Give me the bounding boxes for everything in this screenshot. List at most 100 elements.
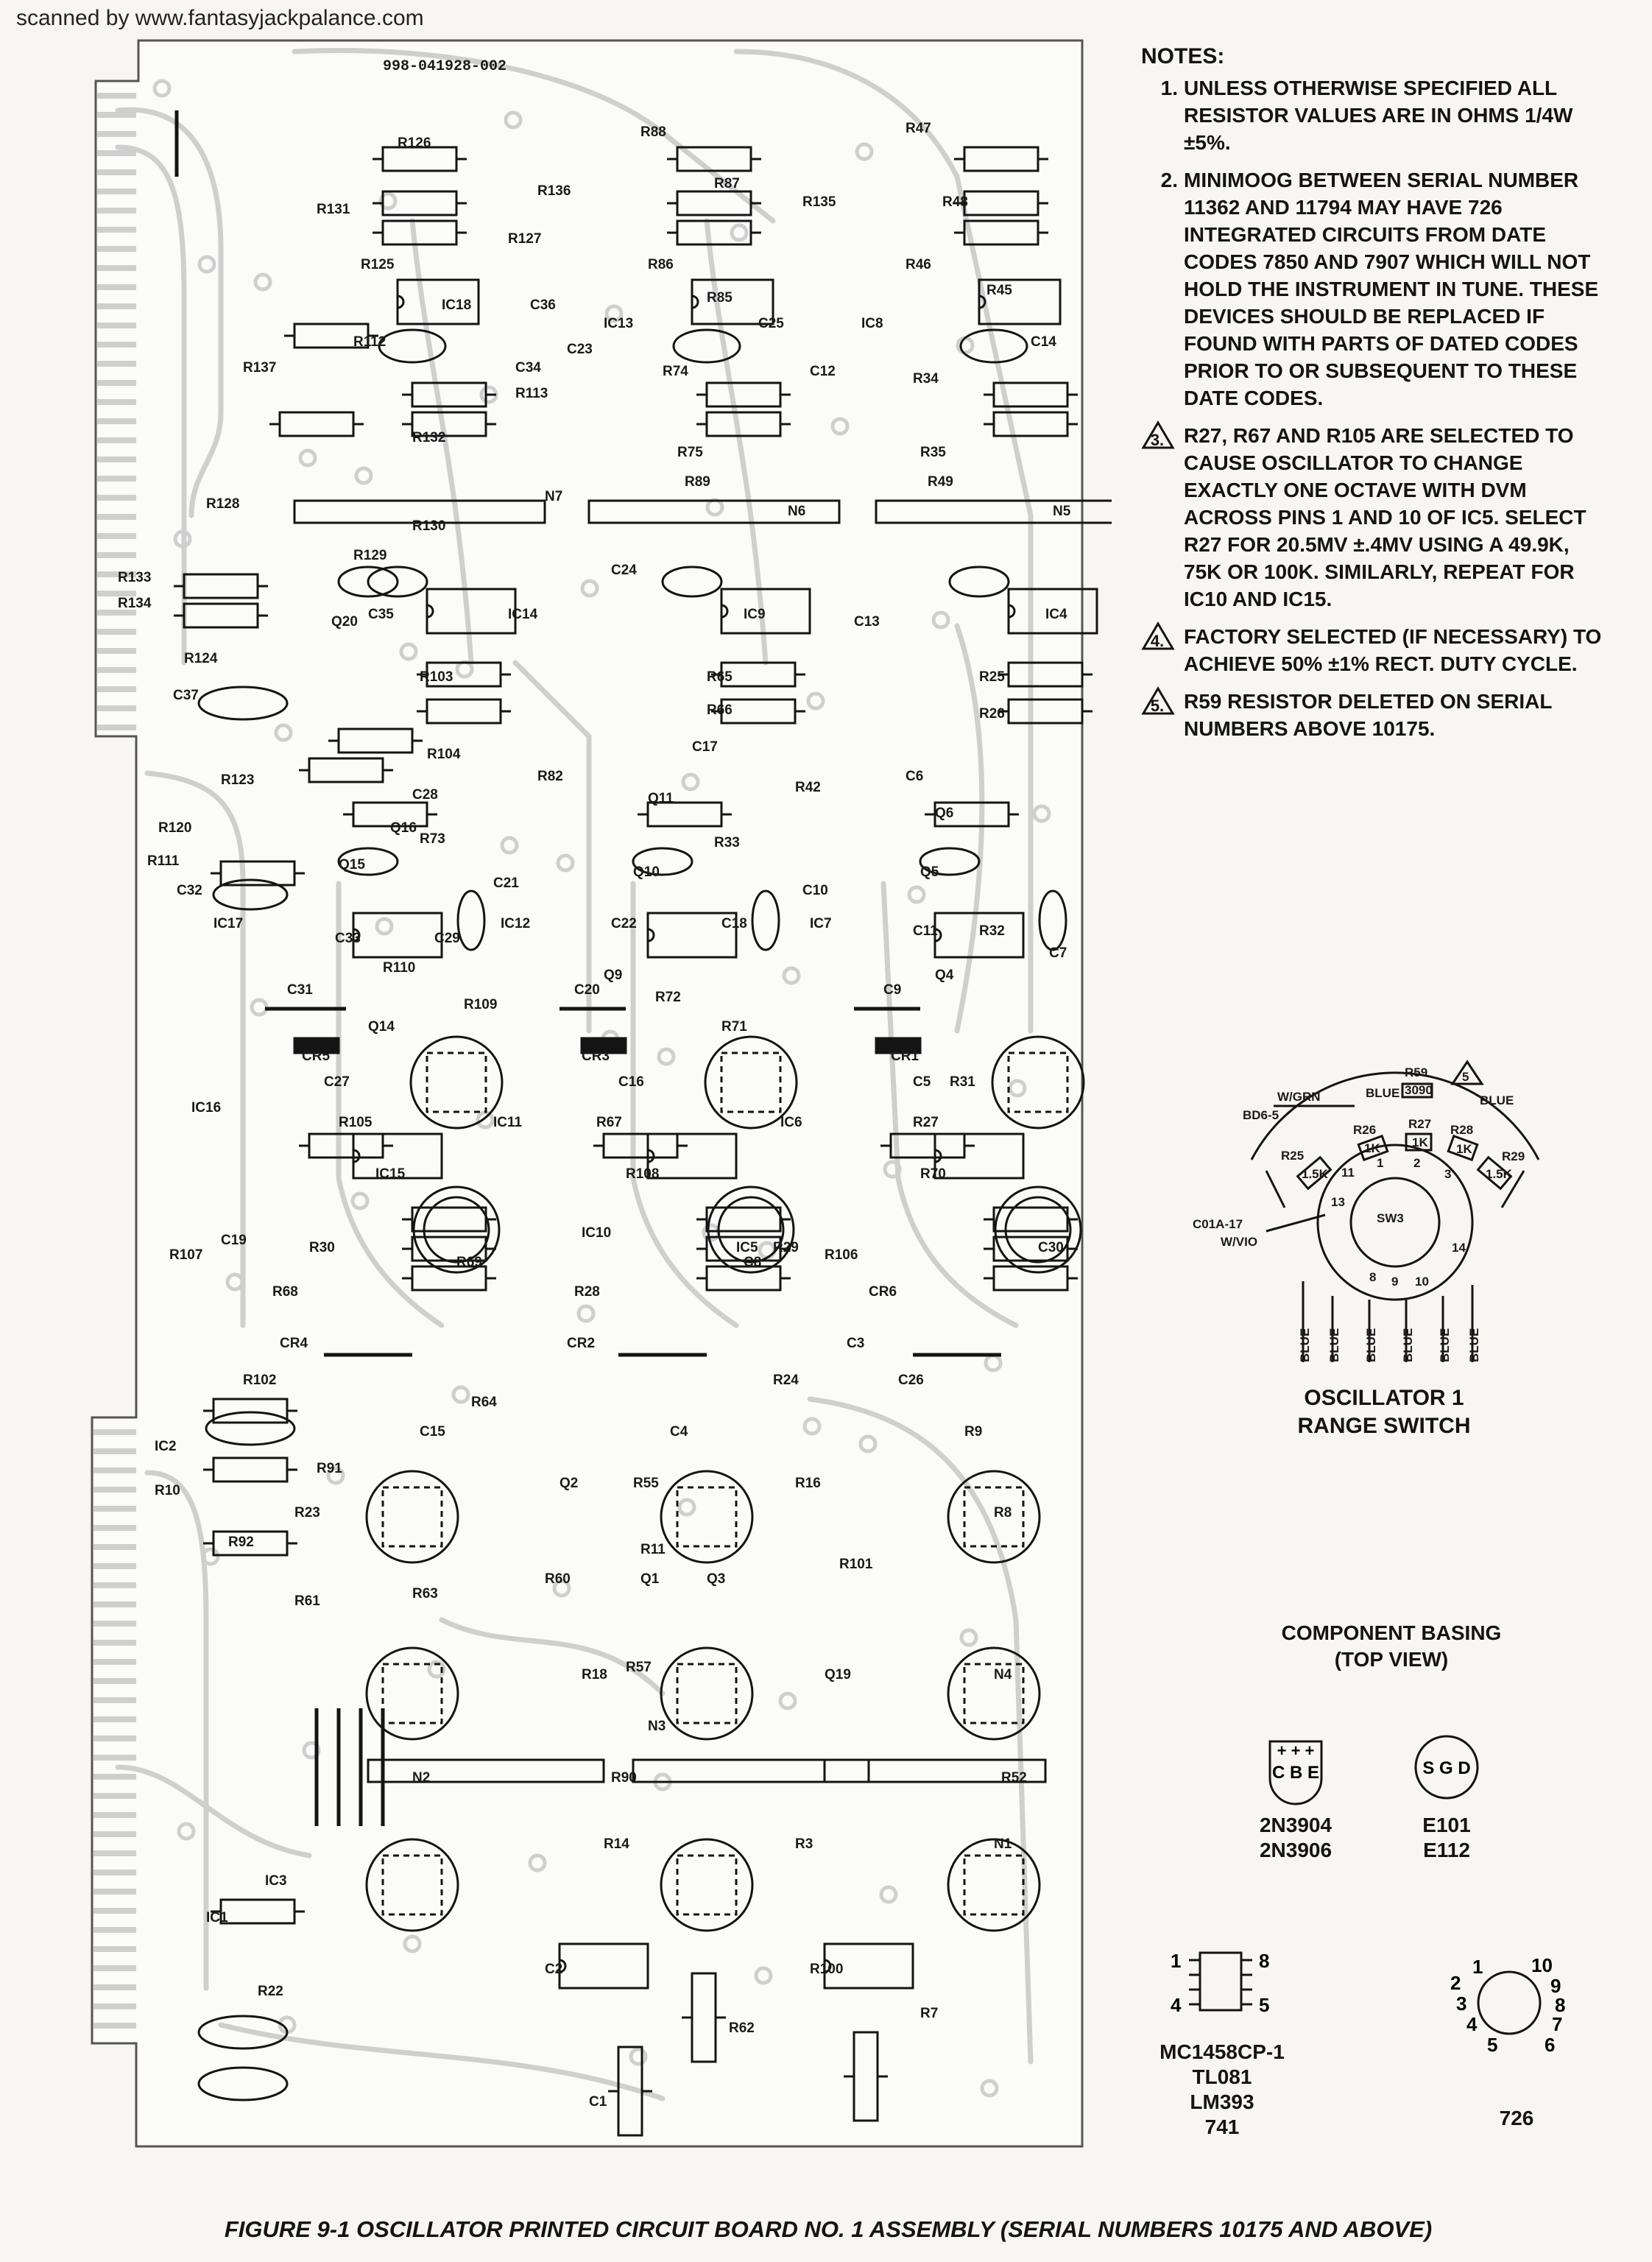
ref-designator-label: C12	[810, 364, 836, 379]
ref-designator-label: R32	[979, 923, 1005, 939]
wire-blue-label: BLUE	[1438, 1328, 1452, 1362]
ref-designator-label: IC18	[442, 297, 471, 313]
ic-pin-label: 4	[1171, 1994, 1182, 2016]
ref-designator-label: Q10	[633, 864, 660, 880]
ref-designator-label: Q15	[339, 857, 365, 873]
ref-designator-label: Q9	[604, 968, 622, 983]
ref-designator-label: CR1	[891, 1049, 919, 1064]
fet-parts: E101 E112	[1399, 1813, 1494, 1863]
ref-designator-label: N7	[545, 489, 562, 504]
note-5: 5. R59 RESISTOR DELETED ON SERIAL NUMBER…	[1141, 686, 1612, 742]
wire-blue-label: BLUE	[1467, 1328, 1481, 1362]
pin-label: 14	[1452, 1241, 1466, 1255]
ref-designator-label: R3	[795, 1836, 813, 1852]
ref-designator-label: C9	[883, 982, 901, 998]
ref-designator-label: R123	[221, 772, 254, 788]
note-text: MINIMOOG BETWEEN SERIAL NUMBER 11362 AND…	[1184, 169, 1599, 409]
edge-connector	[93, 93, 136, 2029]
ref-designator-label: R29	[773, 1240, 799, 1255]
ref-designator-label: R25	[979, 669, 1005, 685]
ref-designator-label: R27	[913, 1115, 939, 1130]
ref-designator-label: R106	[825, 1247, 858, 1263]
wire-blue-label: BLUE	[1327, 1328, 1341, 1362]
transistor-parts: 2N3904 2N3906	[1237, 1813, 1355, 1863]
transistor-plus-label: + + +	[1277, 1741, 1315, 1760]
triangle-flag-icon	[1450, 1060, 1484, 1085]
ref-designator-label: IC17	[213, 916, 243, 931]
ref-designator-label: R16	[795, 1476, 821, 1491]
note-text: FACTORY SELECTED (IF NECESSARY) TO ACHIE…	[1184, 625, 1602, 675]
ref-designator-label: R66	[707, 702, 733, 718]
ref-designator-label: Q14	[368, 1019, 395, 1035]
ref-designator-label: R91	[317, 1461, 342, 1476]
ref-designator-label: R69	[456, 1255, 482, 1270]
part-number: LM393	[1190, 2090, 1254, 2113]
ref-designator-label: R111	[147, 853, 180, 869]
ref-designator-label: R128	[206, 496, 239, 512]
ref-designator-label: IC13	[604, 316, 633, 331]
note-text: R27, R67 AND R105 ARE SELECTED TO CAUSE …	[1184, 424, 1586, 610]
ref-designator-label: R7	[920, 2006, 938, 2021]
resistor-r59	[1401, 1082, 1433, 1099]
part-number: 2N3906	[1259, 1839, 1332, 1861]
ref-designator-label: R109	[464, 997, 497, 1012]
ref-designator-label: R30	[309, 1240, 335, 1255]
note-number: 3.	[1150, 431, 1165, 449]
component-basing-title: COMPONENT BASING (TOP VIEW)	[1222, 1620, 1561, 1673]
part-number: MC1458CP-1	[1159, 2040, 1285, 2063]
ref-designator-label: R55	[633, 1476, 659, 1491]
ref-designator-label: N4	[994, 1667, 1012, 1683]
sw3-label: SW3	[1377, 1211, 1404, 1225]
fet-pin-label: S G D	[1422, 1758, 1470, 1778]
notes-title: NOTES:	[1141, 44, 1225, 68]
blue-label: BLUE	[1366, 1086, 1399, 1100]
ref-designator-label: R133	[118, 570, 151, 585]
pin-label: 9	[1391, 1275, 1398, 1289]
ref-designator-label: C32	[177, 883, 202, 898]
ref-designator-label: R18	[582, 1667, 607, 1683]
ref-designator-label: Q1	[640, 1571, 660, 1587]
part-number: 741	[1204, 2115, 1240, 2138]
ref-designator-label: R61	[294, 1593, 320, 1609]
range-title-line: RANGE SWITCH	[1297, 1414, 1471, 1438]
ref-designator-label: C16	[618, 1074, 644, 1090]
can-ic-basing-icon: 1 2 3 4 5 6 7 8 9 10	[1450, 1954, 1565, 2056]
wire-blue-label: BLUE	[1364, 1328, 1378, 1362]
range-switch-title: OSCILLATOR 1 RANGE SWITCH	[1252, 1384, 1517, 1440]
ref-designator-label: IC9	[744, 607, 766, 622]
ref-designator-label: R110	[383, 960, 415, 976]
ref-designator-label: IC14	[508, 607, 538, 622]
ref-designator-label: C34	[515, 360, 541, 376]
ref-designator-label: R82	[537, 769, 563, 784]
part-number: TL081	[1192, 2065, 1252, 2088]
ref-designator-label: IC5	[736, 1240, 758, 1255]
notes-panel: NOTES: 1. UNLESS OTHERWISE SPECIFIED ALL…	[1141, 43, 1612, 753]
ref-designator-label: R73	[420, 831, 445, 847]
note-number: 4.	[1150, 632, 1165, 650]
components	[174, 146, 1112, 2137]
pin-label: 3	[1444, 1167, 1451, 1181]
part-number: E112	[1423, 1839, 1470, 1861]
ref-designator-label: CR4	[280, 1336, 308, 1351]
pin-label: 2	[1413, 1156, 1420, 1170]
ref-designator-label: IC3	[265, 1873, 287, 1889]
ref-designator-label: IC2	[155, 1439, 177, 1454]
ref-designator-label: R112	[353, 334, 386, 350]
r25-label: R25	[1281, 1149, 1304, 1163]
ref-designator-label: R52	[1001, 1770, 1027, 1786]
ref-designator-label: R8	[994, 1505, 1012, 1521]
ref-designator-label: C17	[692, 739, 718, 755]
ref-designator-label: C24	[611, 563, 637, 578]
ref-designator-label: Q19	[825, 1667, 851, 1683]
ref-designator-label: N6	[788, 504, 805, 519]
ref-designator-label: C26	[898, 1373, 924, 1388]
can-pin-label: 6	[1545, 2034, 1555, 2056]
can-pin-label: 5	[1487, 2034, 1497, 2056]
ref-designator-label: R134	[118, 596, 152, 611]
ref-designator-label: R108	[626, 1166, 659, 1182]
r29-label: R29	[1502, 1149, 1525, 1163]
ref-designator-label: IC10	[582, 1225, 611, 1241]
ref-designator-label: R45	[986, 283, 1012, 298]
